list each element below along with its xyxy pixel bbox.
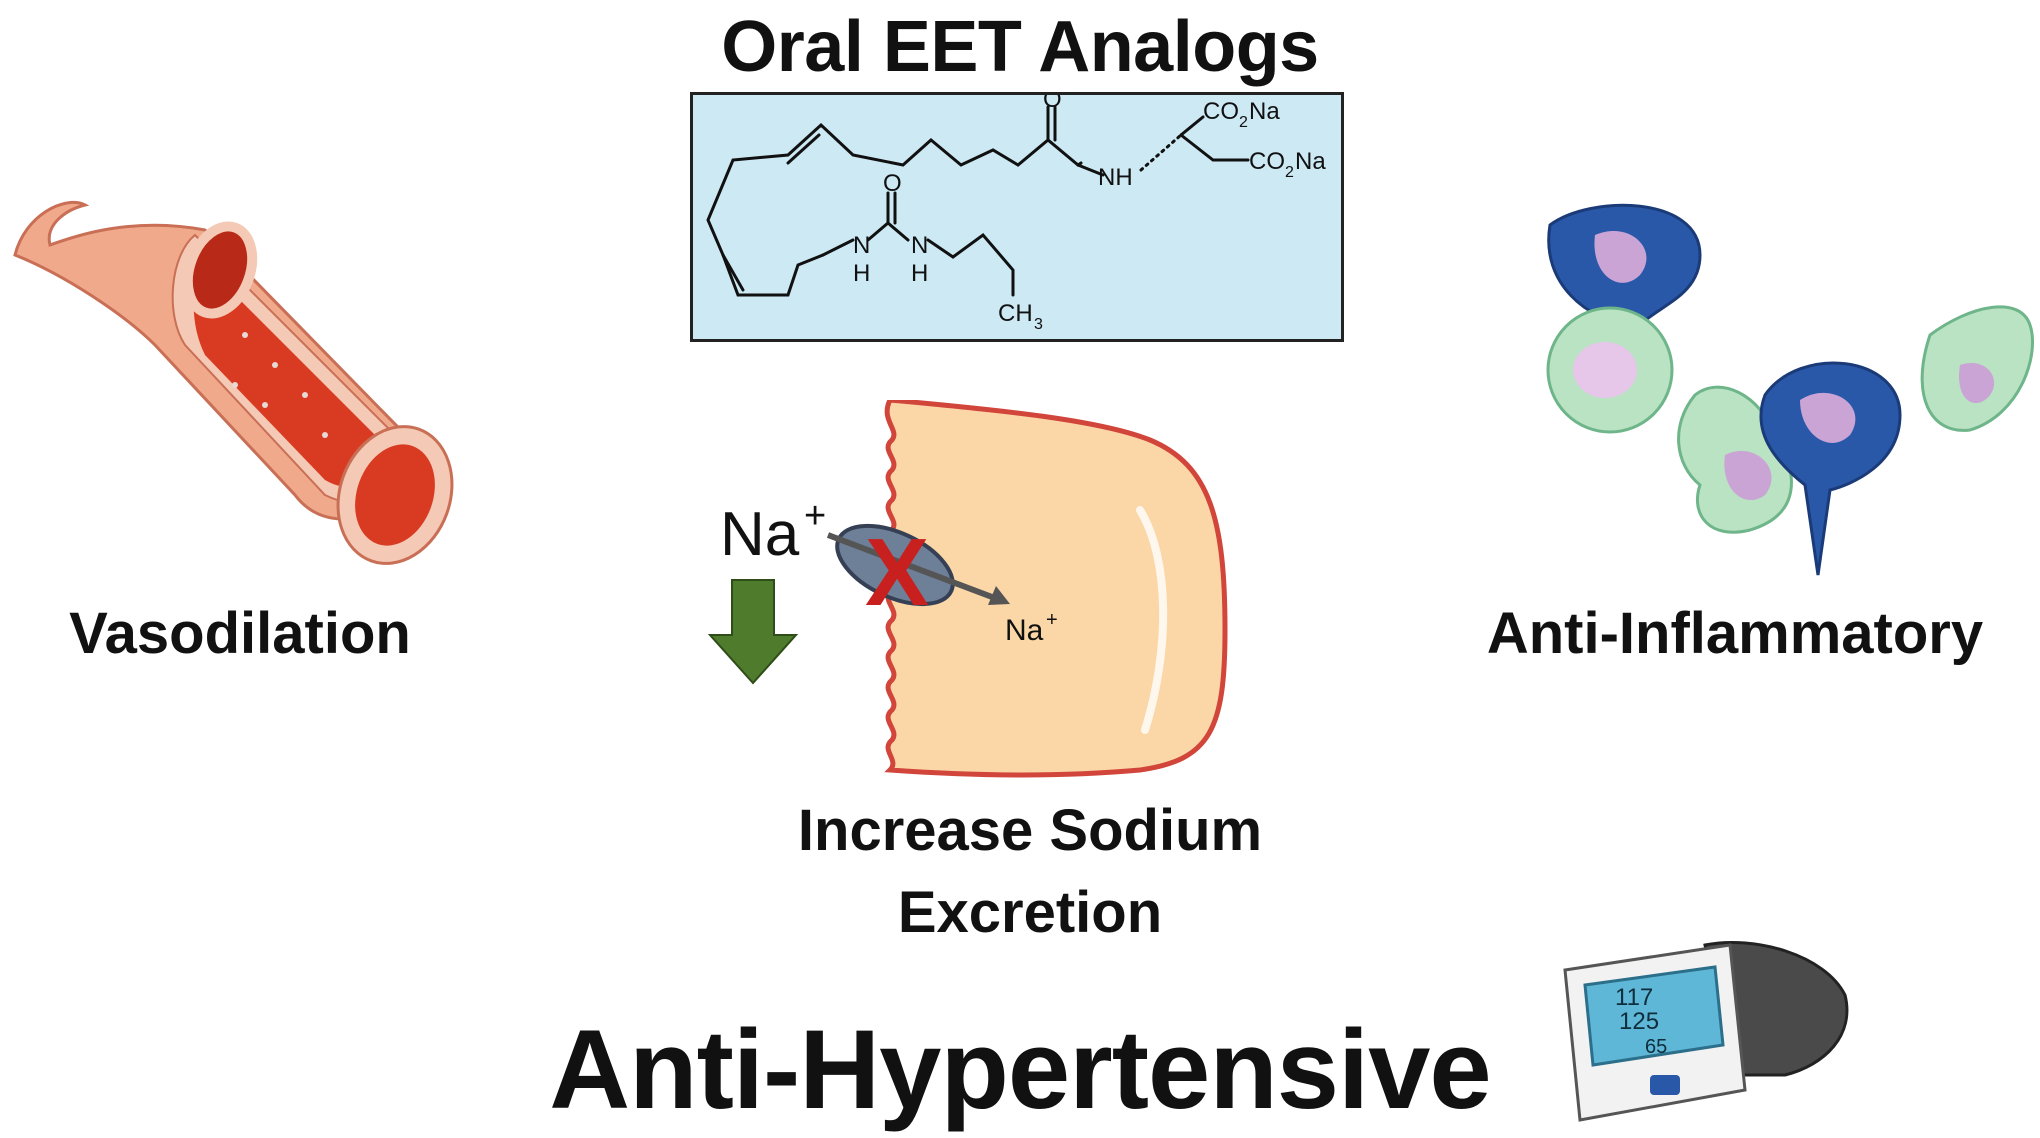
chem-label-co2na-top: CO (1203, 98, 1239, 125)
na-inside-charge: + (1046, 609, 1058, 631)
sodium-label-line2: Excretion (897, 880, 1163, 945)
bp-reading-3: 65 (1645, 1036, 1667, 1058)
chemical-structure-box: O NH CO 2 Na CO 2 Na O N H N H CH 3 (690, 86, 1344, 342)
na-outside-label: Na (720, 500, 800, 569)
sodium-excretion-label: Increase Sodium Excretion (680, 790, 1380, 954)
chem-label-ch3: CH (998, 300, 1033, 327)
anti-hypertensive-label: Anti-Hypertensive (549, 1007, 1491, 1132)
bp-reading-2: 125 (1619, 1008, 1659, 1035)
na-outside-charge: + (804, 495, 826, 537)
bp-reading-1: 117 (1615, 984, 1653, 1011)
blood-vessel-illustration (13, 200, 454, 565)
chem-label-co2na-right-sub: 2 (1285, 164, 1294, 181)
sodium-label-line1: Increase Sodium (797, 798, 1263, 863)
chem-label-h2: H (911, 260, 928, 287)
block-x-mark: X (865, 519, 929, 626)
chem-label-n2: N (911, 232, 928, 259)
anti-inflammatory-label: Anti-Inflammatory (1486, 601, 1984, 666)
chem-label-o-amide: O (1043, 95, 1062, 113)
chem-label-co2na-top-sub: 2 (1239, 114, 1248, 131)
chem-label-n1: N (853, 232, 870, 259)
bp-power-button (1650, 1075, 1680, 1095)
chem-label-co2na-top-end: Na (1249, 98, 1280, 125)
chem-label-ch3-sub: 3 (1034, 316, 1043, 333)
na-inside-label: Na (1005, 614, 1044, 647)
blood-pressure-monitor-icon: 117 125 65 (1563, 940, 1849, 1122)
vasodilation-label: Vasodilation (69, 601, 411, 666)
immune-cells-illustration (1546, 203, 2034, 576)
chem-label-o-urea: O (883, 170, 902, 197)
title: Oral EET Analogs (721, 7, 1319, 87)
decrease-arrow-icon (707, 579, 799, 685)
chem-label-co2na-right: CO (1249, 148, 1285, 175)
tubule-cell-diagram: X Na + Na + (707, 400, 1228, 778)
chem-label-h1: H (853, 260, 870, 287)
chemical-structure: O NH CO 2 Na CO 2 Na O N H N H CH 3 (706, 86, 1326, 333)
chem-label-co2na-right-end: Na (1295, 148, 1326, 175)
chem-label-nh-amide: NH (1098, 164, 1133, 191)
